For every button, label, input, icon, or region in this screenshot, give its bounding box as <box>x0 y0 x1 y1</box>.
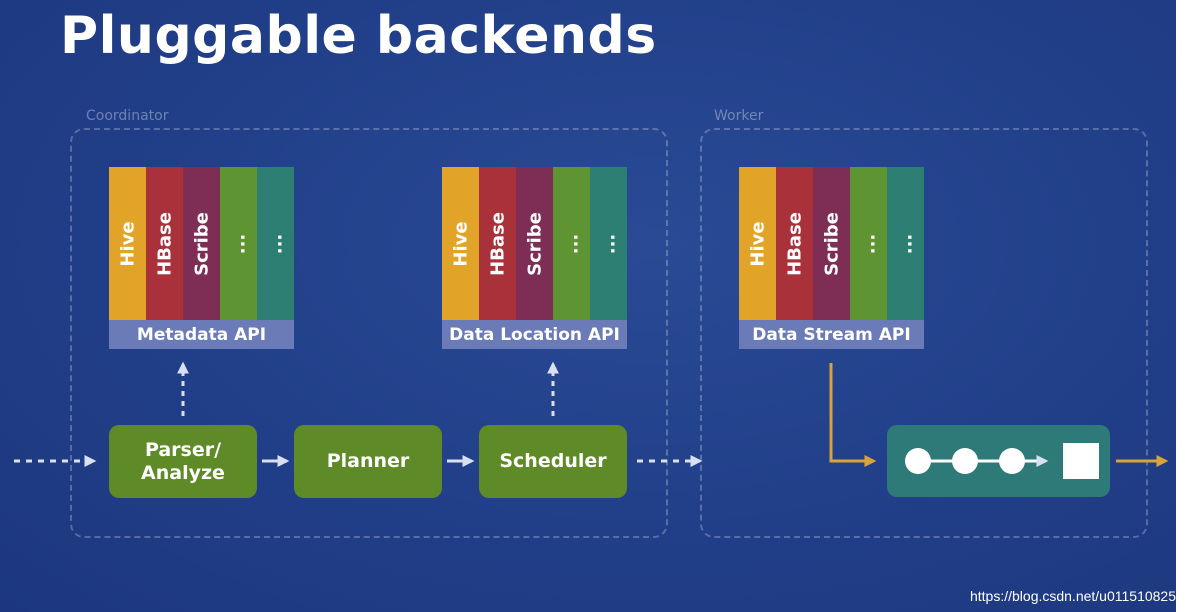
backend-hbase: HBase <box>146 167 183 320</box>
backend-columns: Hive HBase Scribe ... ... <box>739 167 924 320</box>
data-stream-backend-stack: Hive HBase Scribe ... ... Data Stream AP… <box>739 167 924 349</box>
pipeline-node-2 <box>952 448 978 474</box>
pipeline-sink <box>1063 443 1099 479</box>
coordinator-region <box>70 128 668 538</box>
backend-scribe: Scribe <box>516 167 553 320</box>
data-location-api: Data Location API <box>442 320 627 349</box>
backend-more-1: ... <box>850 167 887 320</box>
backend-hive: Hive <box>442 167 479 320</box>
coordinator-label: Coordinator <box>86 108 169 124</box>
watermark: https://blog.csdn.net/u011510825 <box>969 588 1176 604</box>
pipeline-node-3 <box>999 448 1025 474</box>
backend-columns: Hive HBase Scribe ... ... <box>442 167 627 320</box>
data-location-backend-stack: Hive HBase Scribe ... ... Data Location … <box>442 167 627 349</box>
backend-hbase: HBase <box>479 167 516 320</box>
backend-more-2: ... <box>590 167 627 320</box>
backend-more-1: ... <box>553 167 590 320</box>
worker-region <box>700 128 1148 538</box>
scheduler-box: Scheduler <box>479 425 627 498</box>
backend-scribe: Scribe <box>813 167 850 320</box>
backend-hive: Hive <box>109 167 146 320</box>
backend-columns: Hive HBase Scribe ... ... <box>109 167 294 320</box>
metadata-backend-stack: Hive HBase Scribe ... ... Metadata API <box>109 167 294 349</box>
backend-hive: Hive <box>739 167 776 320</box>
backend-more-2: ... <box>887 167 924 320</box>
worker-label: Worker <box>714 108 764 124</box>
right-edge <box>1176 0 1186 612</box>
backend-scribe: Scribe <box>183 167 220 320</box>
data-stream-api: Data Stream API <box>739 320 924 349</box>
planner-box: Planner <box>294 425 442 498</box>
backend-more-2: ... <box>257 167 294 320</box>
backend-hbase: HBase <box>776 167 813 320</box>
parser-analyze-box: Parser/ Analyze <box>109 425 257 498</box>
planner-label: Planner <box>326 450 410 472</box>
scheduler-label: Scheduler <box>499 450 607 472</box>
metadata-api: Metadata API <box>109 320 294 349</box>
parser-analyze-label: Parser/ Analyze <box>141 438 225 484</box>
slide-title: Pluggable backends <box>60 6 657 66</box>
pipeline-node-1 <box>905 448 931 474</box>
stream-to-pipeline-arrow <box>829 363 877 467</box>
backend-more-1: ... <box>220 167 257 320</box>
